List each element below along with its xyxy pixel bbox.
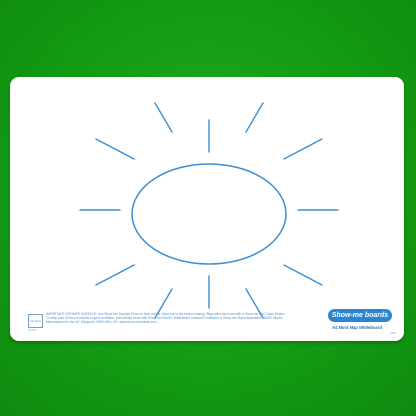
spoke-top-left — [154, 102, 173, 133]
spoke-bottom-right — [245, 288, 264, 319]
mind-map-template — [79, 102, 339, 319]
spoke-upper-left — [95, 138, 135, 160]
radiating-spokes — [79, 102, 339, 319]
spoke-upper-right — [283, 138, 323, 160]
right-code: F1001 — [390, 333, 397, 335]
product-caption: A4 Mind Map Whiteboard — [332, 325, 383, 330]
product-code-badge: CE UKCA — [28, 314, 43, 328]
spoke-top-right — [245, 102, 264, 133]
notice-line: Manufactured in the UK. Eastpoint, NR30 … — [46, 320, 157, 325]
spoke-bottom-left — [154, 288, 173, 319]
mind-map-whiteboard: CE UKCA PC100 IMPORTANT DRYWIPE SURFACE:… — [10, 77, 404, 341]
brand-logo: Show-me boards — [328, 309, 392, 322]
central-oval — [131, 163, 287, 265]
notice-line: IMPORTANT DRYWIPE SURFACE: Use Show-me D… — [46, 312, 285, 316]
spoke-lower-right — [283, 264, 323, 286]
care-instructions: IMPORTANT DRYWIPE SURFACE: Use Show-me D… — [46, 312, 301, 324]
spoke-lower-left — [95, 264, 135, 286]
left-code: PC100 — [28, 329, 36, 332]
notice-line: To keep your Show-me boards in good cond… — [46, 316, 284, 321]
